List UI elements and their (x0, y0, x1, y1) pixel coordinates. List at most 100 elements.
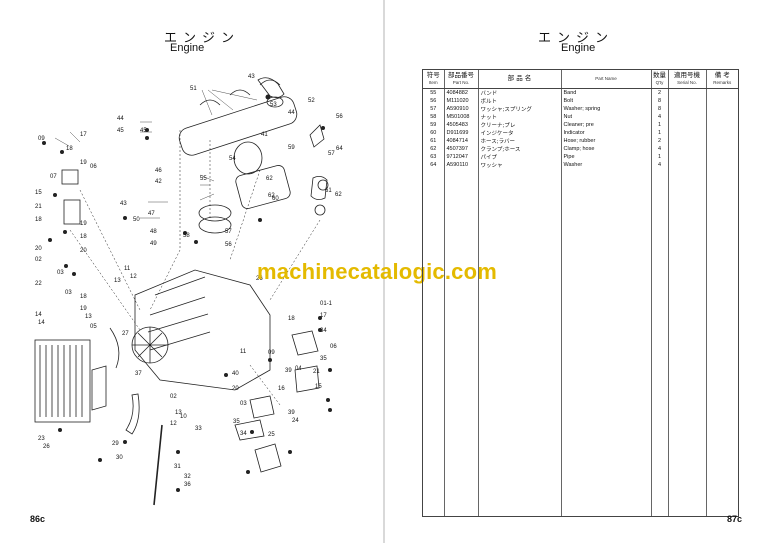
cell-empty (668, 120, 707, 129)
callout-32: 32 (184, 474, 191, 480)
callout-12: 12 (170, 421, 177, 427)
cell-name-en: Clamp; hose (561, 144, 652, 153)
cell-name-jp: ボルト (478, 96, 562, 105)
callout-26: 26 (256, 276, 263, 282)
callout-62: 62 (266, 176, 273, 182)
callout-19: 19 (80, 221, 87, 227)
cell-name-jp: ワッシャ;スプリング (478, 104, 562, 113)
muffler-bracket-part (199, 79, 281, 106)
bracket-part (61, 169, 79, 185)
cell-part-no: 9712047 (444, 152, 479, 161)
callout-35: 35 (233, 419, 240, 425)
cell-part-no: 4507397 (444, 144, 479, 153)
cell-empty (668, 144, 707, 153)
cell-empty (668, 152, 707, 161)
callout-61: 61 (325, 188, 332, 194)
callout-62: 62 (335, 192, 342, 198)
cell-part-no: A590110 (444, 160, 479, 169)
callout-10: 10 (180, 414, 187, 420)
callout-15: 15 (315, 384, 322, 390)
cell-name-en: Washer (561, 160, 652, 169)
cell-name-jp: インジケータ (478, 128, 562, 137)
page-divider (383, 0, 385, 543)
cell-name-jp: パイプ (478, 152, 562, 161)
callout-53: 53 (270, 102, 277, 108)
callout-07: 07 (50, 174, 57, 180)
right-title-jp: エンジン (538, 31, 615, 46)
callout-13: 13 (114, 278, 121, 284)
left-title-jp: エンジン (164, 31, 241, 46)
cell-empty (706, 113, 738, 121)
callout-44: 44 (288, 110, 295, 116)
cell-name-en: Bolt (561, 96, 652, 105)
callout-25: 25 (268, 432, 275, 438)
callout-13: 13 (85, 314, 92, 320)
cell-qty: 4 (651, 160, 669, 169)
cell-name-en: Band (561, 88, 652, 97)
cell-qty: 1 (651, 128, 669, 137)
radiator-part (34, 339, 91, 423)
cell-part-no: 4084714 (444, 136, 479, 145)
callout-47: 47 (148, 211, 155, 217)
radiator-hose-part (109, 327, 120, 369)
engine-block-part (134, 269, 271, 391)
header-remarks: 備 考 Remarks (706, 70, 738, 89)
callout-14: 14 (35, 312, 42, 318)
callout-18: 18 (35, 217, 42, 223)
callout-57: 57 (225, 229, 232, 235)
callout-54: 54 (229, 156, 236, 162)
cell-empty (668, 88, 707, 97)
band-part (198, 204, 232, 222)
callout-20: 20 (232, 386, 239, 392)
cell-part-no: 4084882 (444, 88, 479, 97)
cell-name-jp: ワッシャ (478, 160, 562, 169)
callout-50: 50 (133, 217, 140, 223)
cell-empty (706, 97, 738, 105)
callout-02: 02 (170, 394, 177, 400)
header-part-name-en: Part Name (561, 70, 652, 89)
cell-empty (706, 88, 738, 97)
cell-part-no: M111020 (444, 96, 479, 105)
callout-03: 03 (57, 270, 64, 276)
callout-15: 15 (35, 190, 42, 196)
right-page-number: 87c (727, 514, 743, 524)
rubber-hose-part (309, 124, 328, 200)
callout-19: 19 (80, 160, 87, 166)
callout-22: 22 (35, 281, 42, 287)
cell-name-en: Indicator (561, 128, 652, 137)
callout-17: 17 (320, 313, 327, 319)
callout-55: 55 (200, 176, 207, 182)
cell-empty (706, 161, 738, 169)
callout-37: 37 (135, 371, 142, 377)
callout-62: 62 (268, 193, 275, 199)
callout-11: 11 (124, 266, 131, 272)
callout-05: 05 (30, 70, 37, 72)
cell-empty (706, 129, 738, 137)
cell-name-en: Nut (561, 112, 652, 121)
cell-name-en: Hose; rubber (561, 136, 652, 145)
cell-name-jp: ナット (478, 112, 562, 121)
callout-60: 60 (272, 196, 279, 202)
cell-item: 63 (423, 152, 445, 161)
callout-56: 56 (336, 114, 343, 120)
callout-06: 06 (330, 344, 337, 350)
pipe-part (153, 424, 163, 506)
callout-27: 27 (122, 331, 129, 337)
cell-name-jp: バンド (478, 88, 562, 97)
callout-56: 56 (225, 242, 232, 248)
callout-29: 29 (112, 441, 119, 447)
callout-17: 17 (80, 132, 87, 138)
cell-item: 55 (423, 88, 445, 97)
callout-05: 05 (90, 324, 97, 330)
callout-34: 34 (240, 431, 247, 437)
cell-qty: 1 (651, 152, 669, 161)
callout-14: 14 (38, 320, 45, 326)
header-part-no: 部品番号 Part No. (444, 70, 479, 89)
callout-20: 20 (80, 248, 87, 254)
